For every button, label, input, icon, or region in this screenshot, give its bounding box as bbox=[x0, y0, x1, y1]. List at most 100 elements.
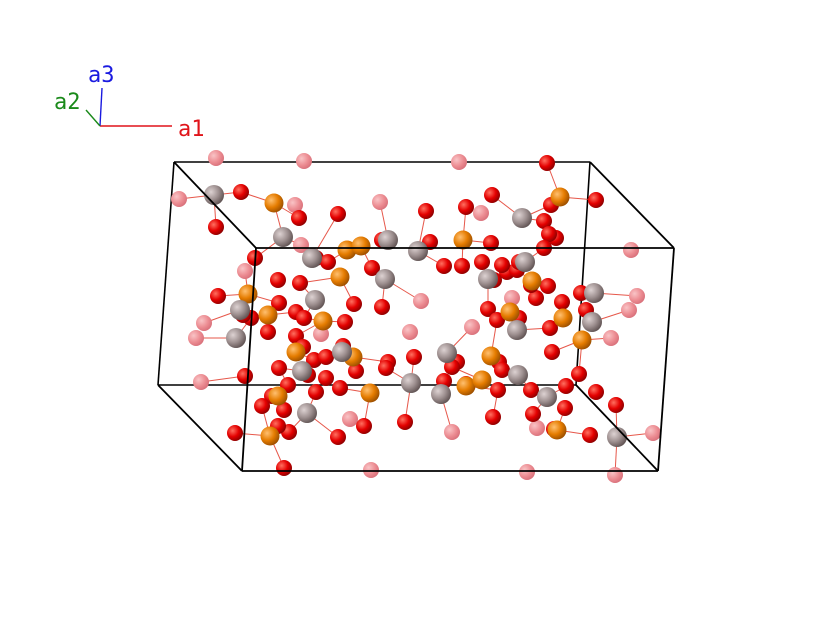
phosphorus-atom bbox=[453, 230, 473, 250]
metal-atom bbox=[431, 384, 451, 404]
oxygen-atom bbox=[208, 219, 224, 235]
oxygen-atom bbox=[270, 272, 286, 288]
oxygen-atom bbox=[348, 363, 364, 379]
cell-edge bbox=[589, 161, 675, 249]
oxygen-atom-image bbox=[444, 424, 460, 440]
oxygen-atom bbox=[528, 290, 544, 306]
phosphorus-atom bbox=[472, 370, 492, 390]
oxygen-atom-image bbox=[623, 242, 639, 258]
oxygen-atom bbox=[444, 359, 460, 375]
oxygen-atom bbox=[320, 254, 336, 270]
oxygen-atom-image bbox=[519, 464, 535, 480]
oxygen-atom bbox=[233, 184, 249, 200]
metal-atom bbox=[297, 403, 317, 423]
metal-atom bbox=[375, 269, 395, 289]
oxygen-atom bbox=[554, 294, 570, 310]
phosphorus-atom bbox=[286, 342, 306, 362]
oxygen-atom bbox=[318, 370, 334, 386]
oxygen-atom bbox=[588, 192, 604, 208]
oxygen-atom bbox=[582, 427, 598, 443]
oxygen-atom-image bbox=[464, 319, 480, 335]
a1-axis-label: a1 bbox=[178, 117, 205, 142]
oxygen-atom bbox=[330, 206, 346, 222]
oxygen-atom bbox=[271, 295, 287, 311]
oxygen-atom-image bbox=[196, 315, 212, 331]
atoms-layer bbox=[171, 150, 661, 483]
oxygen-atom bbox=[480, 301, 496, 317]
metal-atom bbox=[408, 241, 428, 261]
oxygen-atom-image bbox=[188, 330, 204, 346]
oxygen-atom bbox=[227, 425, 243, 441]
oxygen-atom bbox=[454, 258, 470, 274]
cell-edge bbox=[575, 384, 659, 472]
phosphorus-atom bbox=[522, 271, 542, 291]
oxygen-atom bbox=[458, 199, 474, 215]
oxygen-atom bbox=[291, 210, 307, 226]
phosphorus-atom bbox=[258, 305, 278, 325]
metal-atom bbox=[437, 343, 457, 363]
metal-atom bbox=[204, 185, 224, 205]
oxygen-atom-image bbox=[293, 237, 309, 253]
oxygen-atom bbox=[490, 382, 506, 398]
a3-axis-line bbox=[99, 87, 103, 127]
metal-atom bbox=[512, 208, 532, 228]
oxygen-atom bbox=[608, 397, 624, 413]
oxygen-atom-image bbox=[208, 150, 224, 166]
oxygen-atom-image bbox=[529, 420, 545, 436]
oxygen-atom-image bbox=[363, 462, 379, 478]
oxygen-atom bbox=[483, 235, 499, 251]
metal-atom bbox=[401, 373, 421, 393]
metal-atom bbox=[378, 230, 398, 250]
phosphorus-atom bbox=[268, 386, 288, 406]
oxygen-atom bbox=[318, 349, 334, 365]
oxygen-atom bbox=[330, 429, 346, 445]
oxygen-atom bbox=[237, 368, 253, 384]
cell-edge bbox=[157, 161, 175, 386]
metal-atom bbox=[230, 300, 250, 320]
oxygen-atom-image bbox=[193, 374, 209, 390]
oxygen-atom-image bbox=[603, 330, 619, 346]
oxygen-atom bbox=[494, 257, 510, 273]
metal-atom bbox=[607, 427, 627, 447]
metal-atom bbox=[332, 342, 352, 362]
oxygen-atom-image bbox=[413, 293, 429, 309]
oxygen-atom bbox=[436, 258, 452, 274]
metal-atom bbox=[584, 283, 604, 303]
oxygen-atom bbox=[332, 380, 348, 396]
oxygen-atom bbox=[539, 155, 555, 171]
phosphorus-atom bbox=[360, 383, 380, 403]
a2-axis-label: a2 bbox=[54, 90, 81, 115]
oxygen-atom bbox=[484, 187, 500, 203]
metal-atom bbox=[302, 248, 322, 268]
oxygen-atom bbox=[296, 310, 312, 326]
oxygen-atom-image bbox=[645, 425, 661, 441]
oxygen-atom bbox=[210, 288, 226, 304]
oxygen-atom bbox=[489, 312, 505, 328]
metal-atom bbox=[507, 320, 527, 340]
metal-atom bbox=[508, 365, 528, 385]
oxygen-atom bbox=[276, 402, 292, 418]
axis-triad: a3 a2 a1 bbox=[54, 63, 205, 142]
oxygen-atom bbox=[544, 344, 560, 360]
metal-atom bbox=[305, 290, 325, 310]
oxygen-atom bbox=[276, 460, 292, 476]
phosphorus-atom bbox=[572, 330, 592, 350]
oxygen-atom bbox=[374, 299, 390, 315]
oxygen-atom bbox=[541, 226, 557, 242]
phosphorus-atom bbox=[351, 236, 371, 256]
oxygen-atom-image bbox=[451, 154, 467, 170]
oxygen-atom bbox=[308, 384, 324, 400]
phosphorus-atom bbox=[500, 302, 520, 322]
oxygen-atom-image bbox=[342, 411, 358, 427]
cell-edge bbox=[241, 247, 257, 472]
oxygen-atom bbox=[356, 418, 372, 434]
oxygen-atom bbox=[540, 278, 556, 294]
oxygen-atom bbox=[494, 362, 510, 378]
metal-atom bbox=[537, 387, 557, 407]
oxygen-atom-image bbox=[621, 302, 637, 318]
oxygen-atom bbox=[397, 414, 413, 430]
metal-atom bbox=[273, 227, 293, 247]
a3-axis-label: a3 bbox=[88, 63, 115, 88]
oxygen-atom bbox=[571, 366, 587, 382]
